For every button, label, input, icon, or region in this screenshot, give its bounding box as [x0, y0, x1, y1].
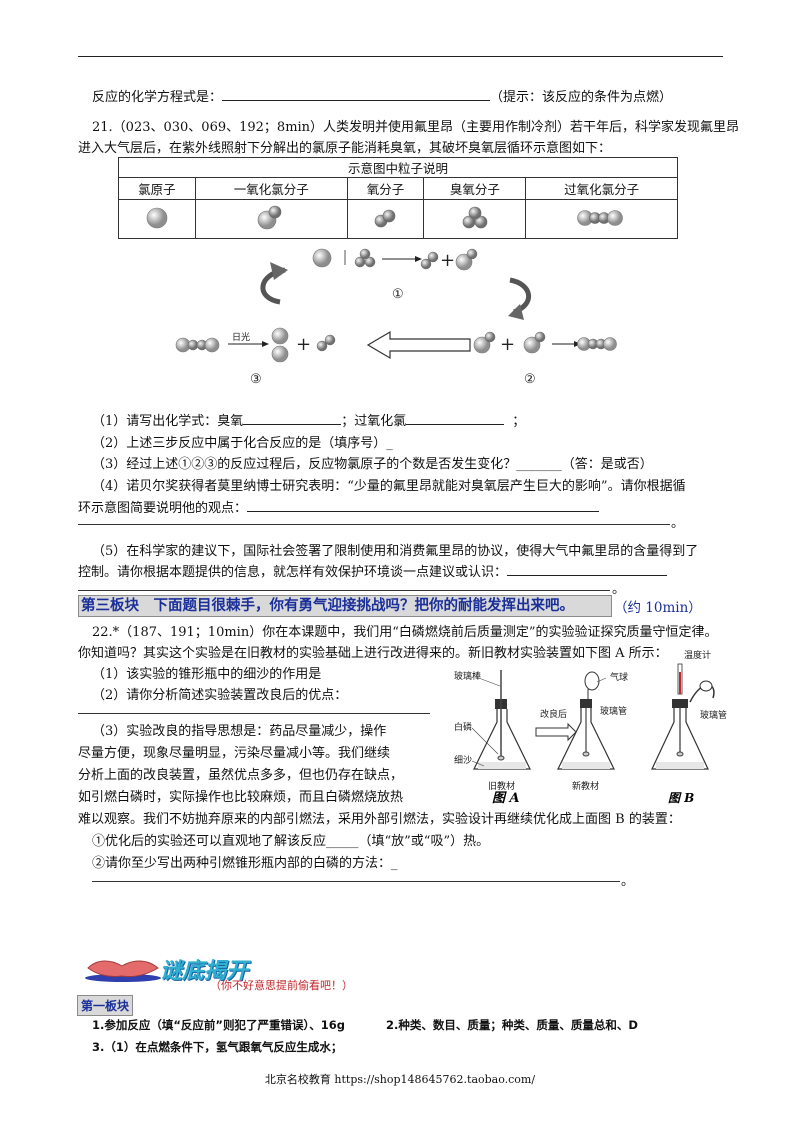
q22-sub3-line6: ①优化后的实验还可以直观地了解该反应_____（填“放”或“吸”）热。: [92, 834, 490, 849]
step-1-label: ①: [392, 287, 404, 302]
q21-sub2: （2）上述三步反应中属于化合反应的是（填序号）_: [92, 436, 393, 451]
new-flask-icon: [557, 671, 615, 770]
q22-sub3-line5: 难以观察。我们不妨抛弃原来的内部引燃法，采用外部引燃法，实验设计再继续优化成上面…: [78, 812, 681, 827]
chlorine-monoxide-icon: [194, 199, 348, 239]
step-2-label: ②: [524, 372, 536, 387]
section-3-time: （约 10min）: [614, 600, 702, 616]
q21-line2: 进入大气层后，在紫外线照射下分解出的氯原子能消耗臭氧，其破坏臭氧层循环示意图如下…: [78, 141, 612, 156]
block-1-label: 第一板块: [77, 995, 134, 1016]
ozone-molecule-icon: [423, 199, 527, 239]
particle-name: 臭氧分子: [423, 177, 527, 200]
curved-arrow-icon: [508, 277, 532, 320]
glass-rod-label: 玻璃棒: [454, 670, 481, 682]
q21-sub4-blank-a[interactable]: [247, 499, 600, 512]
q21-sub5-end: 。: [612, 582, 626, 597]
improved-label: 改良后: [540, 708, 567, 720]
balloon-label: 气球: [610, 671, 628, 683]
q22-sub3-line7: ②请你至少写出两种引燃锥形瓶内部的白磷的方法：_: [92, 856, 398, 871]
chlorine-atom-icon: [118, 199, 196, 239]
equation-blank[interactable]: [222, 88, 491, 101]
q21-sub3: （3）经过上述①②③的反应过程后，反应物氯原子的个数是否发生变化？_______…: [92, 457, 653, 472]
section-3-heading: 第三板块 下面题目很棘手，你有勇气迎接挑战吗？把你的耐能发挥出来吧。: [78, 595, 612, 617]
equation-hint: （提示：该反应的条件为点燃）: [490, 90, 673, 105]
q22-sub3-line1: （3）实验改良的指导思想是：药品尽量减少，操作: [92, 724, 387, 739]
reaction-1: +: [312, 248, 478, 271]
page-footer: 北京名校教育 https://shop148645762.taobao.com/: [264, 1073, 536, 1086]
answer-1: 1.参加反应（填“反应前”则犯了严重错误）、16g: [92, 1018, 345, 1032]
q21-sub4-line1: （4）诺贝尔奖获得者莫里纳博士研究表明：“少量的氟里昂就能对臭氧层产生巨大的影响…: [92, 479, 686, 494]
chlorine-peroxide-icon: [525, 199, 678, 239]
q21-sub4-blank-b[interactable]: [78, 524, 670, 525]
particle-name: 氯原子: [118, 177, 196, 200]
white-p-label: 白磷: [454, 721, 472, 733]
sand-label: 细沙: [454, 754, 472, 766]
old-label: 旧教材: [488, 780, 515, 792]
apparatus-figure: 玻璃棒 白磷 细沙 旧教材 改良后 气球 玻璃管 新教材: [454, 649, 727, 806]
q22-sub1: （1）该实验的锥形瓶中的细沙的作用是: [92, 667, 322, 682]
curved-arrow-icon: [260, 262, 288, 305]
answers-peek-note: （你不好意思提前偷看吧！）: [210, 979, 353, 992]
chlorine-peroxide-product: [577, 337, 617, 351]
equation-prompt: 反应的化学方程式是： （提示：该反应的条件为点燃）: [92, 86, 672, 105]
q22-line2: 你知道吗？其实这个实验是在旧教材的实验基础上进行改进得来的。新旧教材实验装置如下…: [78, 646, 668, 661]
handshake-icon: [85, 960, 161, 982]
reaction-3: 日光 +: [175, 327, 336, 363]
particle-name: 氧分子: [346, 177, 425, 200]
answer-3: 3.（1）在点燃条件下，氢气跟氧气反应生成水；: [92, 1040, 343, 1054]
flask-b-icon: [651, 663, 715, 770]
q22-sub2-blank[interactable]: [78, 713, 430, 714]
q22-sub3-end: 。: [621, 874, 635, 889]
particle-table-title: 示意图中粒子说明: [118, 157, 678, 178]
answers-banner: 谜底揭开: [160, 959, 249, 984]
hollow-arrow-icon: [366, 330, 471, 360]
answer-2: 2.种类、数目、质量；种类、质量、质量总和、D: [386, 1018, 638, 1032]
thermometer-label: 温度计: [684, 649, 711, 661]
q22-line1: 22.*（187、191；10min）你在本课题中，我们用“白磷燃烧前后质量测定…: [92, 625, 718, 640]
particle-name: 一氧化氯分子: [194, 177, 348, 200]
step-3-label: ③: [250, 372, 262, 387]
reaction-2: +: [473, 331, 581, 355]
particle-table: 示意图中粒子说明 氯原子 一氧化氯分子 氧分子 臭氧分子 过氧化氯分子: [118, 157, 678, 239]
q21-line1: 21.（023、030、069、192；8min）人类发明并使用氟里昂（主要用作…: [92, 120, 740, 135]
q21-sub4-end: 。: [671, 516, 685, 531]
q21-sub4-line2: 环示意图简要说明他的观点：: [78, 497, 600, 516]
ozone-formula-blank[interactable]: [243, 412, 342, 425]
new-label: 新教材: [572, 780, 599, 792]
ozone-cycle-diagram: + ① 日光 + + ③ ②: [175, 248, 581, 387]
peroxide-formula-blank[interactable]: [406, 412, 505, 425]
q22-sub3-line3: 分析上面的改良装置，虽然优点多多，但也仍存在缺点，: [78, 768, 404, 783]
glass-tube-label: 玻璃管: [600, 705, 627, 717]
figure-b-label: 图 B: [668, 791, 694, 805]
particle-name: 过氧化氯分子: [525, 177, 678, 200]
q21-sub1: （1）请写出化学式：臭氧；过氧化氯；: [92, 412, 526, 429]
q21-sub5-blank-a[interactable]: [507, 563, 668, 576]
header-rule: [78, 56, 723, 57]
sunlight-label: 日光: [232, 331, 250, 343]
svg-text:+: +: [296, 334, 311, 355]
glass-tube-2-label: 玻璃管: [700, 709, 727, 721]
q22-sub3-line2: 尽量方便，现象尽量明显，污染尽量减小等。我们继续: [78, 746, 391, 761]
q22-sub2: （2）请你分析简述实验装置改良后的优点：: [92, 688, 348, 703]
svg-text:+: +: [440, 250, 455, 271]
oxygen-molecule-icon: [346, 199, 425, 239]
q22-sub3-blank[interactable]: [92, 881, 620, 882]
q21-sub5-line2: 控制。请你根据本题提供的信息，就怎样有效保护环境谈一点建议或认识：: [78, 561, 668, 580]
figure-a-label: 图 A: [492, 791, 520, 806]
equation-label: 反应的化学方程式是：: [92, 90, 223, 105]
q21-sub5-blank-b[interactable]: [78, 590, 610, 591]
svg-text:+: +: [500, 334, 515, 355]
q22-sub3-line4: 如引燃白磷时，实际操作也比较麻烦，而且白磷燃烧放热: [78, 790, 404, 805]
old-flask-icon: [473, 670, 531, 770]
q21-sub5-line1: （5）在科学家的建议下，国际社会签署了限制使用和消费氟里昂的协议，使得大气中氟里…: [92, 544, 699, 559]
